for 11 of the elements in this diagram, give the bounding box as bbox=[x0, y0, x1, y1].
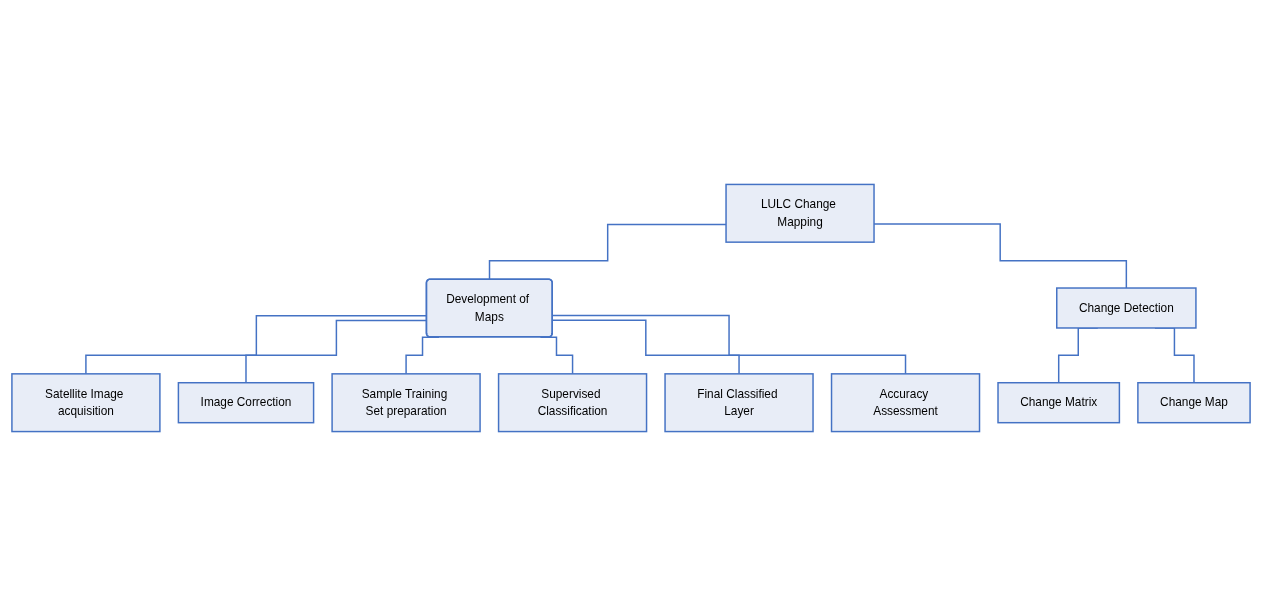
node-box: Change Map bbox=[1137, 382, 1251, 424]
node-box: Image Correction bbox=[177, 382, 315, 424]
connector bbox=[488, 223, 727, 281]
node-box: LULC Change Mapping bbox=[725, 183, 875, 243]
node-box: Change Matrix bbox=[997, 382, 1121, 424]
node-box: Change Detection bbox=[1056, 287, 1197, 329]
node-box: Accuracy Assessment bbox=[830, 373, 981, 433]
node-box: Final Classified Layer bbox=[664, 373, 814, 433]
node-box: Supervised Classification bbox=[497, 373, 648, 433]
node-box: Sample Training Set preparation bbox=[331, 373, 481, 433]
node-box: Satellite Image acquisition bbox=[11, 373, 161, 433]
